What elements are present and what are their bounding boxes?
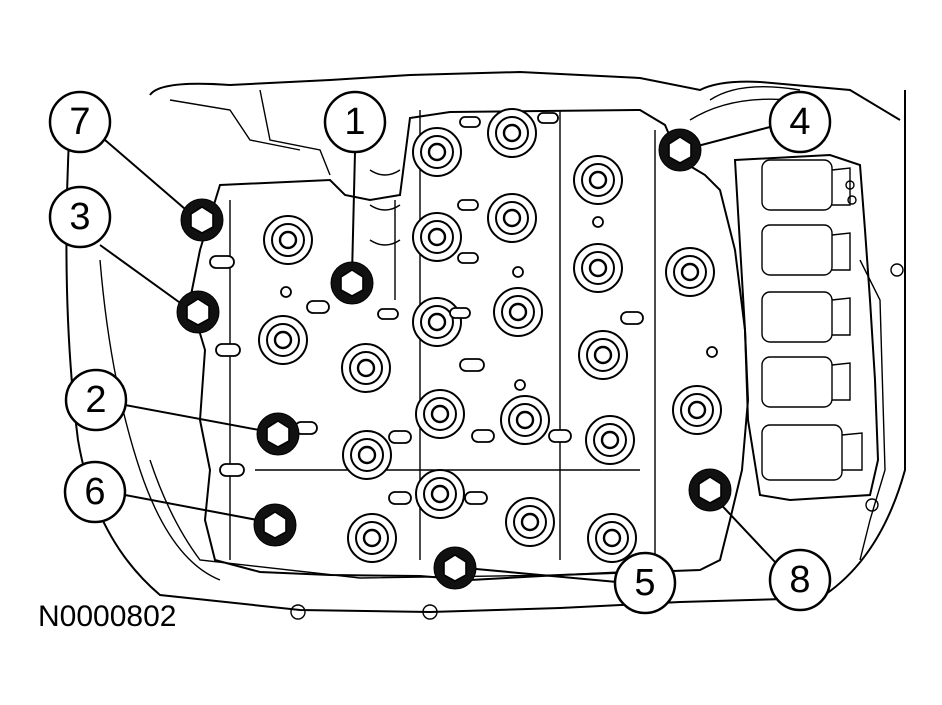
oil-passage-slot [514, 379, 526, 391]
oil-passages [209, 112, 718, 505]
oil-passage-slot [537, 112, 559, 124]
oil-passage-slot [449, 307, 471, 319]
valve-bore [573, 243, 623, 293]
valve-bore [415, 469, 465, 519]
valve-bore [415, 389, 465, 439]
valve-bore [587, 513, 637, 563]
callout-5: 5 [613, 551, 677, 615]
oil-passage-slot [592, 216, 604, 228]
valve-bore [412, 127, 462, 177]
valve-bores [258, 108, 722, 563]
valve-bore [342, 430, 392, 480]
figure-reference-number: N0000802 [38, 600, 177, 633]
oil-passage-slot [620, 311, 644, 325]
callout-8: 8 [768, 548, 832, 612]
callout-6-label: 6 [84, 471, 105, 513]
valve-bore [505, 497, 555, 547]
valve-bore [487, 193, 537, 243]
bolt-6 [253, 503, 297, 547]
valve-bore [578, 330, 628, 380]
solenoid-pack [689, 86, 880, 502]
oil-passage-slot [215, 343, 241, 357]
valve-bore [347, 513, 397, 563]
valve-bore [672, 385, 722, 435]
oil-passage-slot [280, 286, 292, 298]
oil-passage-slot [548, 429, 572, 443]
callout-3-label: 3 [69, 196, 90, 238]
valve-bore [487, 108, 537, 158]
bolt-5 [433, 546, 477, 590]
bolt-1 [330, 261, 374, 305]
oil-passage-slot [459, 116, 481, 128]
valve-bore [341, 343, 391, 393]
valve-bore [258, 315, 308, 365]
oil-passage-slot [219, 463, 245, 477]
oil-passage-slot [388, 430, 412, 444]
oil-passage-slot [209, 255, 235, 269]
callout-8-label: 8 [789, 559, 810, 601]
callout-4: 4 [768, 90, 832, 154]
callout-7-label: 7 [69, 101, 90, 143]
callout-2: 2 [64, 368, 128, 432]
oil-passage-slot [457, 252, 479, 264]
callout-5-label: 5 [634, 562, 655, 604]
oil-passage-slot [464, 491, 488, 505]
oil-passage-slot [306, 300, 330, 314]
callout-2-label: 2 [85, 379, 106, 421]
bolt-2 [256, 412, 300, 456]
bolt-8 [688, 468, 732, 512]
oil-passage-slot [512, 266, 524, 278]
callout-7: 7 [48, 90, 112, 154]
valve-body-plate [188, 108, 750, 582]
oil-passage-slot [457, 199, 479, 211]
oil-passage-slot [471, 429, 495, 443]
valve-bore [412, 212, 462, 262]
leader-lines [99, 126, 776, 583]
oil-passage-slot [459, 358, 485, 372]
callout-6: 6 [63, 460, 127, 524]
callout-1: 1 [323, 90, 387, 154]
bolt-4 [658, 128, 702, 172]
callout-1-label: 1 [344, 101, 365, 143]
valve-bore [585, 415, 635, 465]
valve-bore [493, 287, 543, 337]
oil-passage-slot [377, 308, 399, 320]
callout-3: 3 [48, 185, 112, 249]
valve-bore [263, 215, 313, 265]
oil-passage-slot [706, 346, 718, 358]
valve-bore [573, 155, 623, 205]
callout-4-label: 4 [789, 101, 810, 143]
valve-bore [412, 297, 462, 347]
bolt-7 [180, 198, 224, 242]
oil-passage-slot [388, 491, 412, 505]
valve-bore [665, 247, 715, 297]
housing-outline [65, 70, 906, 620]
valve-bore [500, 395, 550, 445]
bolt-3 [176, 290, 220, 334]
